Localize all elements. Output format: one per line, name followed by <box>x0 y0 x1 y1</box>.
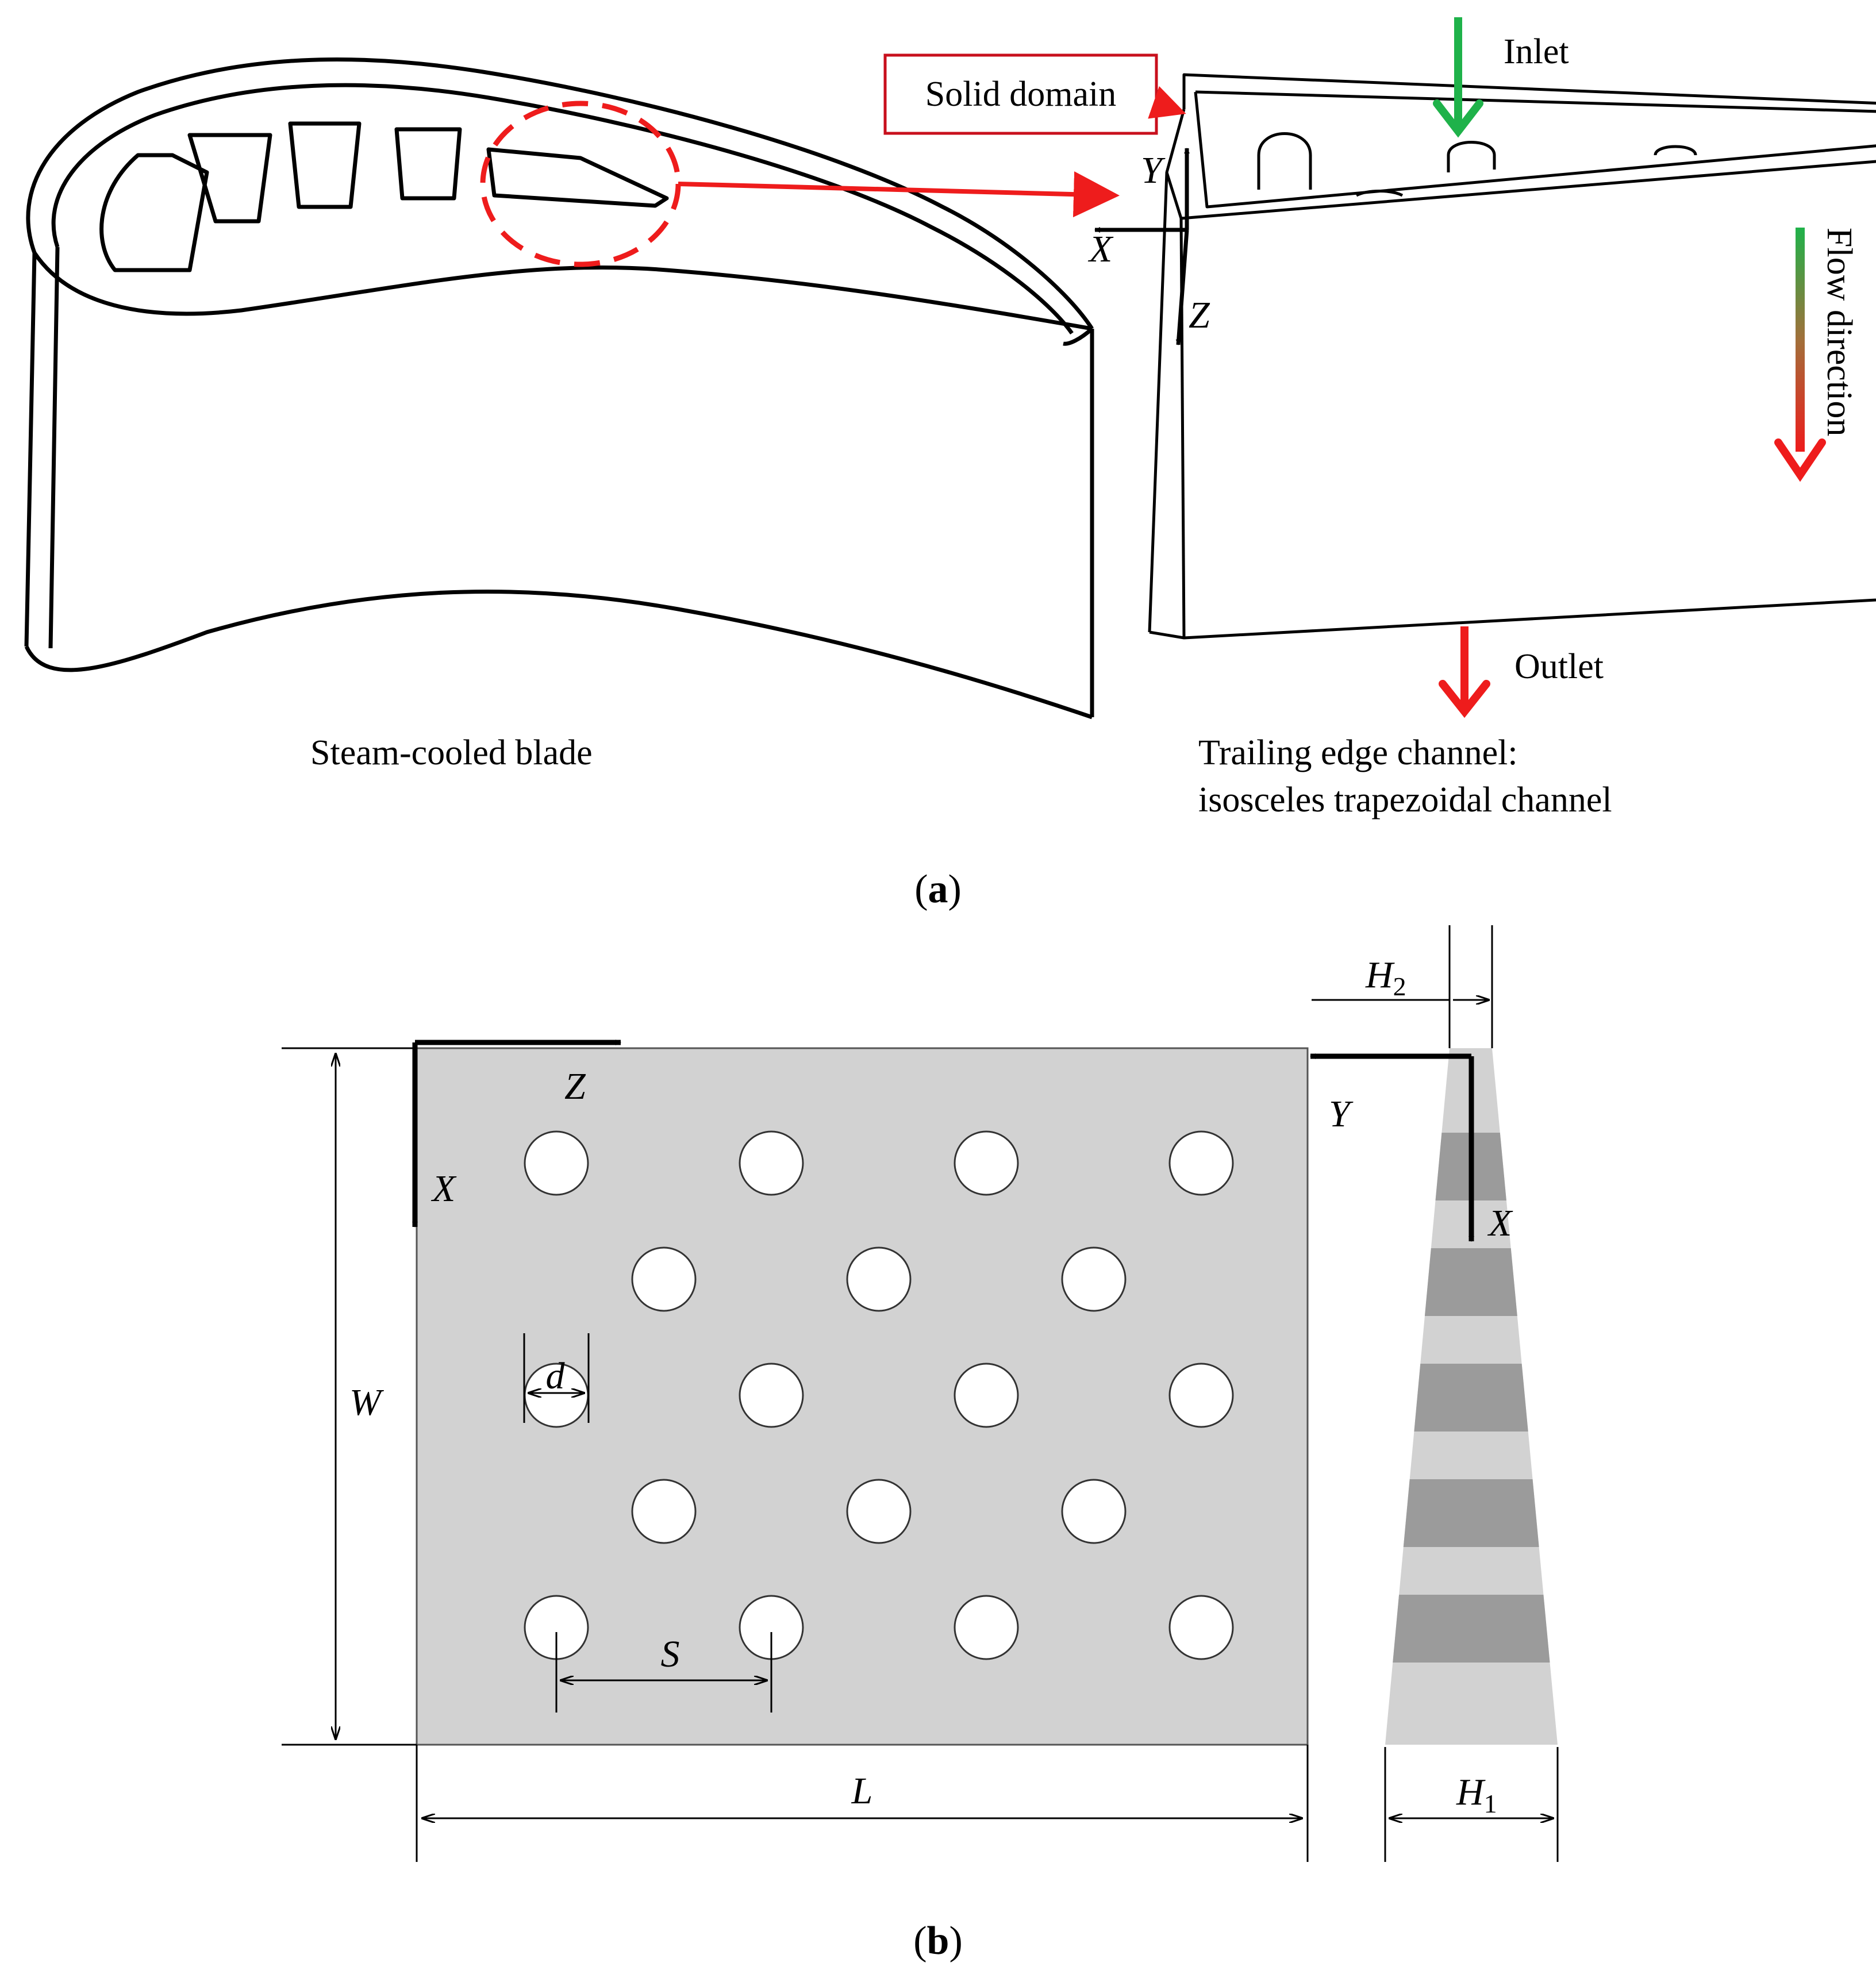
inlet-arrowhead <box>1433 99 1483 138</box>
pin-hole <box>739 1363 804 1428</box>
channel-drawing <box>1148 73 1876 640</box>
panel-b-tag: (b) <box>913 1919 963 1963</box>
axis-x-label: X <box>1087 228 1114 270</box>
panel-a-tag: (a) <box>914 867 962 911</box>
dim-l-label: L <box>851 1770 873 1812</box>
solid-domain-arrow <box>1148 86 1186 119</box>
dim-d-label: d <box>546 1355 566 1397</box>
zoom-arrow <box>678 171 1120 218</box>
pin-hole <box>954 1363 1019 1428</box>
flow-direction-arrowhead <box>1774 438 1826 482</box>
dim-w-label: W <box>349 1382 384 1423</box>
axis-z-label-b: Z <box>564 1065 586 1107</box>
dim-s-label: S <box>661 1633 680 1675</box>
pin-hole <box>631 1246 697 1312</box>
pin-hole <box>1168 1595 1234 1660</box>
flow-direction-label: Flow direction <box>1820 228 1859 436</box>
axis-y-label-b: Y <box>1329 1093 1354 1135</box>
dim-h2-label: H2 <box>1365 954 1406 1001</box>
pin-hole <box>846 1479 912 1544</box>
pin-hole <box>631 1479 697 1544</box>
axis-z-label: Z <box>1189 294 1210 336</box>
pin-hole <box>1168 1363 1234 1428</box>
channel-caption-line2: isosceles trapezoidal channel <box>1198 780 1612 819</box>
zoom-circle <box>480 101 681 267</box>
solid-domain-label: Solid domain <box>925 75 1116 114</box>
blade-drawing <box>24 57 1094 719</box>
axis-z-arrow <box>1175 229 1189 345</box>
dimension-lines <box>282 925 1559 1862</box>
pin-hole <box>1168 1130 1234 1196</box>
outlet-arrowhead <box>1439 680 1490 718</box>
outlet-label: Outlet <box>1514 647 1604 686</box>
pin-hole <box>1061 1246 1127 1312</box>
channel-caption-line1: Trailing edge channel: <box>1198 733 1518 772</box>
blade-caption: Steam-cooled blade <box>310 733 593 772</box>
pin-hole <box>1061 1479 1127 1544</box>
pin-hole <box>954 1595 1019 1660</box>
pin-hole <box>739 1130 804 1196</box>
flow-direction-bar <box>1796 228 1805 452</box>
panel-b: Z X Y X <box>282 925 1559 1963</box>
axis-y-label: Y <box>1141 149 1166 191</box>
pin-hole <box>954 1130 1019 1196</box>
dim-h1-label: H1 <box>1456 1771 1497 1818</box>
axis-x-label-b: X <box>430 1168 457 1210</box>
panel-a: Solid domain Inlet Outlet Flow direction… <box>24 17 1876 911</box>
pin-hole <box>846 1246 912 1312</box>
pin-hole <box>524 1130 589 1196</box>
solid-domain-box <box>883 53 1158 135</box>
inlet-label: Inlet <box>1504 32 1569 71</box>
axis-x-label-b2: X <box>1487 1202 1513 1244</box>
